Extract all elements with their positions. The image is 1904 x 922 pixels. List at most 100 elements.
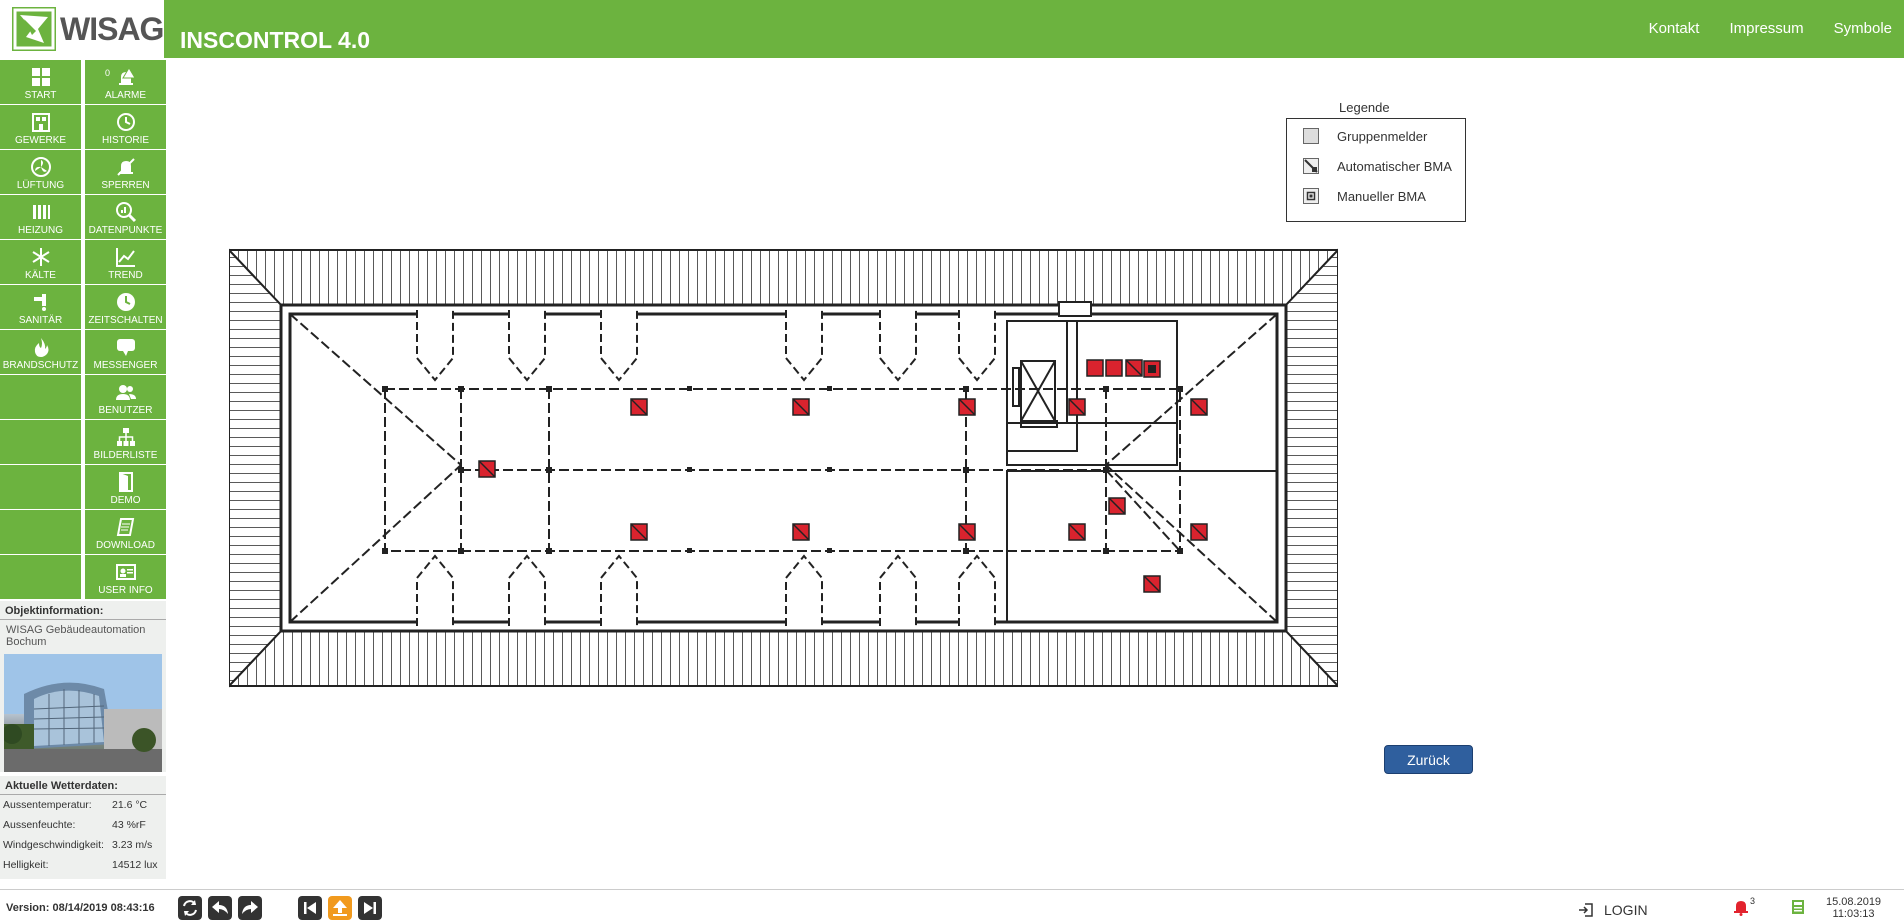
- flame-icon: [34, 338, 48, 357]
- weather-label: Aussenfeuchte:: [3, 819, 76, 831]
- object-info-panel: Objektinformation: WISAG Gebäudeautomati…: [0, 601, 166, 772]
- nav-lueftung[interactable]: LÜFTUNG: [0, 150, 81, 194]
- nav-label: MESSENGER: [93, 360, 158, 371]
- nav-label: BRANDSCHUTZ: [2, 360, 79, 371]
- nav-label: LÜFTUNG: [16, 180, 65, 191]
- weather-panel: Aktuelle Wetterdaten: Aussentemperatur: …: [0, 776, 166, 879]
- date-time: 15.08.2019 11:03:13: [1826, 896, 1881, 920]
- nav-heizung[interactable]: HEIZUNG: [0, 195, 81, 239]
- faucet-icon: [33, 294, 46, 311]
- nav-label: HISTORIE: [101, 135, 150, 146]
- trend-chart-icon: [115, 248, 135, 267]
- legend-item: Manueller BMA: [1287, 181, 1465, 211]
- nav-label: DOWNLOAD: [96, 540, 155, 551]
- footer-bar: Version: 08/14/2019 08:43:16 LOGIN 3 15.…: [0, 889, 1904, 922]
- nav-empty-slot: [0, 510, 81, 554]
- nav-label: HEIZUNG: [18, 225, 63, 236]
- snowflake-icon: [31, 248, 50, 266]
- object-info-heading: Objektinformation:: [0, 601, 166, 620]
- nav-trend[interactable]: TREND: [85, 240, 166, 284]
- nav-gewerke[interactable]: GEWERKE: [0, 105, 81, 149]
- weather-value: 14512 lux: [112, 859, 158, 871]
- nav-messenger[interactable]: MESSENGER: [85, 330, 166, 374]
- nav-benutzer[interactable]: BENUTZER: [85, 375, 166, 419]
- refresh-button[interactable]: [178, 896, 202, 920]
- nav-user-info[interactable]: USER INFO: [85, 555, 166, 599]
- object-info-text: WISAG Gebäudeautomation Bochum: [6, 624, 146, 648]
- weather-row: Aussenfeuchte: 43 %rF: [0, 815, 166, 835]
- nav-download[interactable]: DOWNLOAD: [85, 510, 166, 554]
- nav-demo[interactable]: DEMO: [85, 465, 166, 509]
- legend-item: Gruppenmelder: [1287, 121, 1465, 151]
- nav-label: ALARME: [104, 90, 147, 101]
- nav-sanitaer[interactable]: SANITÄR: [0, 285, 81, 329]
- legend-label: Automatischer BMA: [1337, 158, 1452, 174]
- history-icon: [116, 113, 135, 131]
- document-icon: [116, 518, 134, 536]
- redo-arrow-icon: [242, 901, 258, 914]
- skip-back-icon: [304, 902, 316, 914]
- link-symbole[interactable]: Symbole: [1833, 20, 1892, 37]
- alarm-bell-icon[interactable]: [1732, 898, 1750, 916]
- skip-forward-icon: [364, 902, 376, 914]
- nav-label: GEWERKE: [14, 135, 67, 146]
- weather-row: Windgeschwindigkeit: 3.23 m/s: [0, 835, 166, 855]
- weather-value: 43 %rF: [112, 819, 146, 831]
- fire-detectors: [478, 359, 1208, 593]
- nav-label: DATENPUNKTE: [88, 225, 163, 236]
- weather-value: 3.23 m/s: [112, 839, 153, 851]
- nav-label: SPERREN: [101, 180, 150, 191]
- weather-label: Windgeschwindigkeit:: [3, 839, 104, 851]
- building-photo: [4, 654, 162, 772]
- nav-label: BILDERLISTE: [93, 450, 158, 461]
- wisag-logo[interactable]: WISAG: [0, 0, 166, 58]
- level-up-button[interactable]: [328, 896, 352, 920]
- nav-label: BENUTZER: [98, 405, 153, 416]
- link-kontakt[interactable]: Kontakt: [1648, 20, 1700, 37]
- nav-historie[interactable]: HISTORIE: [85, 105, 166, 149]
- weather-row: Aussentemperatur: 21.6 °C: [0, 795, 166, 815]
- weather-label: Helligkeit:: [3, 859, 49, 871]
- redo-button[interactable]: [238, 896, 262, 920]
- logo-mark-icon: [12, 7, 56, 51]
- building-icon: [31, 113, 50, 132]
- nav-label: ZEITSCHALTEN: [88, 315, 163, 326]
- link-impressum[interactable]: Impressum: [1729, 20, 1804, 37]
- grid-icon: [31, 68, 50, 86]
- nav-bilderliste[interactable]: BILDERLISTE: [85, 420, 166, 464]
- floor-plan: [226, 247, 1341, 689]
- sitemap-icon: [116, 428, 135, 446]
- nav-label: TREND: [108, 270, 143, 281]
- login-link[interactable]: LOGIN: [1578, 902, 1648, 918]
- time-text: 11:03:13: [1832, 908, 1875, 920]
- first-page-button[interactable]: [298, 896, 322, 920]
- clock-icon: [116, 293, 135, 311]
- automatic-detector-icon: [1303, 158, 1319, 174]
- back-button[interactable]: Zurück: [1384, 745, 1473, 774]
- nav-datenpunkte[interactable]: DATENPUNKTE: [85, 195, 166, 239]
- legend-item: Automatischer BMA: [1287, 151, 1465, 181]
- app-title: INSCONTROL 4.0: [180, 27, 370, 53]
- undo-button[interactable]: [208, 896, 232, 920]
- nav-alarme[interactable]: 0 ALARME: [85, 60, 166, 104]
- alarm-badge: 0: [105, 68, 111, 78]
- door-icon: [118, 472, 133, 492]
- legend-box: Gruppenmelder Automatischer BMA Manuelle…: [1286, 118, 1466, 222]
- id-card-icon: [115, 564, 136, 580]
- bell-off-icon: [116, 158, 135, 176]
- sidebar: START 0 ALARME GEWERKE HISTORIE LÜFTUNG: [0, 60, 166, 879]
- legend-label: Manueller BMA: [1337, 188, 1426, 204]
- nav-zeitschalten[interactable]: ZEITSCHALTEN: [85, 285, 166, 329]
- top-links: Kontakt Impressum Symbole: [1649, 20, 1892, 37]
- nav-empty-slot: [0, 420, 81, 464]
- nav-brandschutz[interactable]: BRANDSCHUTZ: [0, 330, 81, 374]
- refresh-icon: [183, 900, 197, 916]
- nav-start[interactable]: START: [0, 60, 81, 104]
- last-page-button[interactable]: [358, 896, 382, 920]
- alarm-count: 3: [1750, 896, 1756, 906]
- legend-title: Legende: [1339, 100, 1390, 115]
- nav-kaelte[interactable]: KÄLTE: [0, 240, 81, 284]
- nav-sperren[interactable]: SPERREN: [85, 150, 166, 194]
- nav-empty-slot: [0, 375, 81, 419]
